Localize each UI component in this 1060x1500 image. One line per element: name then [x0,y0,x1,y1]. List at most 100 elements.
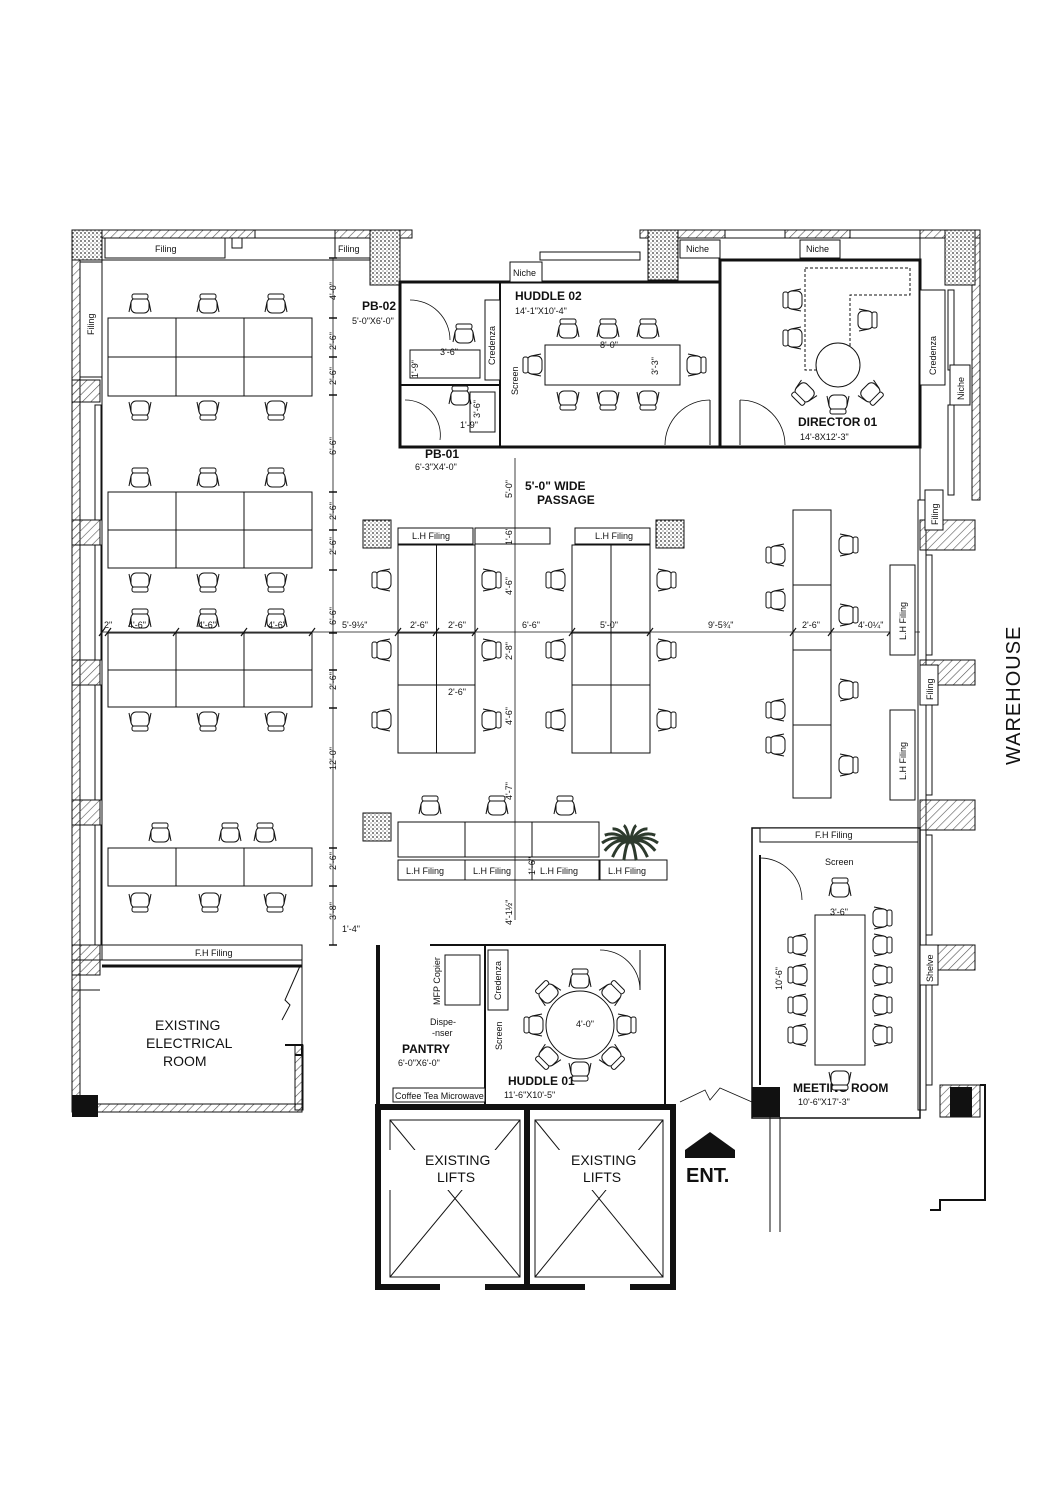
desk [175,669,245,708]
desk [107,847,177,887]
dim-meeting-table-width: 3'-6" [830,907,848,917]
chair-icon [857,308,878,332]
desk [531,821,600,858]
chair-icon [838,603,859,627]
left-workstations [107,293,313,913]
chair-icon [481,568,502,592]
desk [464,821,533,858]
desk [107,669,177,708]
entrance-arrow-icon [685,1132,735,1158]
dim-2-6-h: 2'-6" [448,620,466,630]
room-pb01-name: PB-01 [425,447,459,461]
chair-icon [656,568,677,592]
dim-round-table: 4'-0" [576,1019,594,1029]
dim-4-6-e: 4'-6" [504,707,514,725]
desk [610,632,651,686]
dim-1-4: 1'-4" [342,924,360,934]
chair-icon [616,1013,637,1037]
chair-icon [598,1043,625,1070]
label-coffee-tea-microwave: Coffee Tea Microwave [395,1091,484,1101]
chair-icon [196,572,220,593]
room-huddle02-name: HUDDLE 02 [515,289,582,303]
desk [436,684,476,754]
dimension-texts: 4'-0" 2'-6" 2'-6" 6'-6" 2'-6" 2'-6" 6'-6… [104,282,883,934]
label-lh-filing-bottom-1: L.H Filing [406,866,444,876]
lift-2-line2: LIFTS [583,1169,621,1185]
chair-icon [872,1023,893,1047]
chair-icon [264,293,288,314]
room-pb01-size: 6'-3"X4'-0" [415,462,457,472]
chair-icon [535,1043,562,1070]
label-dispenser-2: -nser [432,1028,453,1038]
dim-4-0-top: 4'-0" [328,282,338,300]
dim-meeting-table-length: 10'-6" [774,967,784,990]
dim-pb02-desk: 3'-6" [440,347,458,357]
chair-icon [481,638,502,662]
desk [175,632,245,671]
chair-icon [196,467,220,488]
dim-2-6-b: 2'-6" [328,367,338,385]
label-mfp-copier: MFP Copier [432,957,442,1005]
chair-icon [765,698,786,722]
chair-icon [838,678,859,702]
desk [792,649,832,726]
dim-huddle-table-width: 3'-3" [650,357,660,375]
dim-2-8: 2'-8" [504,642,514,660]
chair-icon [452,323,476,344]
chair-icon [765,543,786,567]
dim-4-6-b: 4'-6" [198,620,216,630]
lift-2-line1: EXISTING [571,1152,636,1168]
room-director01-size: 14'-8X12'-3" [800,432,849,442]
chair-icon [523,1013,544,1037]
chair-icon [636,390,660,411]
entrance-label: ENT. [686,1165,729,1187]
chair-icon [782,326,803,350]
room-huddle01-name: HUDDLE 01 [508,1074,575,1088]
label-filing-top-right: Filing [338,244,360,254]
room-director01-name: DIRECTOR 01 [798,415,877,429]
chair-icon [553,795,577,816]
dim-4-0q: 4'-0¼" [858,620,883,630]
desk [571,632,612,686]
chair-icon [686,353,707,377]
label-credenza-huddle02: Credenza [487,326,497,365]
column [362,812,392,842]
chair-icon [253,822,277,843]
room-pb02-name: PB-02 [362,299,396,313]
dimension-lines [98,257,920,946]
desk [243,632,313,671]
desk [107,632,177,671]
desk [792,509,832,586]
desk [107,529,177,569]
dim-9-5: 9'-5¾" [708,620,733,630]
room-pb02-size: 5'-0"X6'-0" [352,316,394,326]
chair-icon [598,980,625,1007]
dim-5-0-v: 5'-0" [504,480,514,498]
lift-1-line2: LIFTS [437,1169,475,1185]
chair-icon [264,572,288,593]
desk [571,684,612,754]
dim-4-6-c: 4'-6" [268,620,286,630]
plant-icon [601,824,659,861]
desk [243,317,313,358]
room-pantry-name: PANTRY [402,1042,450,1056]
director-01-room: Niche Niche Niche Credenza DIRECTOR 01 1… [679,239,971,706]
room-electrical-2: ELECTRICAL [146,1035,233,1051]
chair-icon [371,638,392,662]
chair-icon [128,608,152,629]
desk [397,632,437,686]
label-lh-filing-center-2: L.H Filing [595,531,633,541]
right-workstations [765,509,859,799]
desk [107,491,177,531]
room-huddle02-size: 14'-1"X10'-4" [515,306,567,316]
chair-icon [196,608,220,629]
chair-icon [196,293,220,314]
chair-icon [556,390,580,411]
chair-icon [264,608,288,629]
desk [243,529,313,569]
chair-icon [828,877,852,898]
dim-2-6-i: 2'-6" [802,620,820,630]
chair-icon [787,963,808,987]
